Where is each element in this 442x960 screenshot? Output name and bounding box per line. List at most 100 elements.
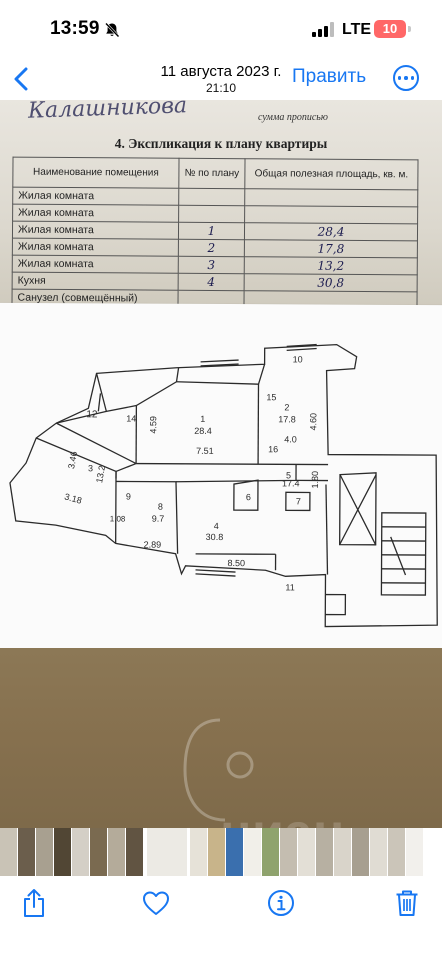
thumbnail[interactable] <box>334 828 351 876</box>
room-area-cell <box>244 188 418 207</box>
room-area-cell: 17,8 <box>244 239 418 258</box>
thumbnail[interactable] <box>280 828 297 876</box>
info-button[interactable] <box>264 886 298 920</box>
table-surface <box>0 648 442 828</box>
thumbnail[interactable] <box>54 828 71 876</box>
thumbnail[interactable] <box>370 828 387 876</box>
room-area-cell: 28,4 <box>244 222 418 241</box>
thumbnail[interactable] <box>316 828 333 876</box>
thumbnail[interactable] <box>298 828 315 876</box>
plan-number-cell: 1 <box>178 222 245 240</box>
document-sub-caption: сумма прописью <box>258 112 328 123</box>
thumbnail[interactable] <box>36 828 53 876</box>
room-area-cell: 30,8 <box>244 273 418 292</box>
plan-label: 1 <box>200 414 205 424</box>
thumbnail[interactable] <box>190 828 207 876</box>
thumbnail[interactable] <box>108 828 125 876</box>
more-icon-dot <box>410 76 415 80</box>
thumbnail[interactable] <box>226 828 243 876</box>
photo-viewer[interactable]: Калашникова сумма прописью 4. Экспликаци… <box>0 100 442 828</box>
heart-icon <box>143 891 169 915</box>
document-signature: Калашникова <box>27 100 188 124</box>
plan-number-cell <box>178 188 245 206</box>
plan-label: 4.0 <box>284 434 297 444</box>
delete-button[interactable] <box>390 886 424 920</box>
edit-button[interactable]: Править <box>292 66 367 87</box>
plan-label: 1.08 <box>110 514 126 523</box>
share-icon <box>24 889 44 917</box>
thumbnail-current[interactable] <box>147 828 187 876</box>
info-icon <box>268 890 294 916</box>
thumbnail[interactable] <box>388 828 405 876</box>
column-header: № по плану <box>178 158 246 189</box>
more-icon-dot <box>404 76 408 80</box>
thumbnail[interactable] <box>352 828 369 876</box>
plan-label: 12 <box>86 409 98 420</box>
plan-label: 3.46 <box>66 451 79 470</box>
plan-label: 4.59 <box>148 416 158 434</box>
plan-label: 8.50 <box>228 558 246 568</box>
plan-number-cell: 4 <box>178 273 245 291</box>
explication-table: Наименование помещения № по плану Общая … <box>11 157 419 310</box>
watermark: циан 503660 <box>183 718 344 828</box>
more-button[interactable] <box>393 65 419 91</box>
plan-label: 3.18 <box>63 491 83 505</box>
plan-label: 11 <box>285 582 294 592</box>
thumbnail[interactable] <box>0 828 17 876</box>
plan-label: 3 <box>88 463 93 473</box>
thumbnail[interactable] <box>406 828 423 876</box>
bottom-toolbar <box>0 876 442 960</box>
room-name-cell: Кухня <box>12 272 179 291</box>
plan-label: 5 <box>286 470 291 480</box>
room-name-cell: Жилая комната <box>12 238 179 257</box>
room-name-cell: Жилая комната <box>12 204 179 223</box>
plan-label: 16 <box>268 444 278 454</box>
floor-plan: 10 12 14 15 16 1 28.4 4.59 7.51 2 17.8 4… <box>9 343 438 628</box>
room-name-cell: Жилая комната <box>12 221 179 240</box>
plan-label: 7 <box>296 496 301 506</box>
plan-label: 10 <box>293 354 303 364</box>
thumbnail[interactable] <box>90 828 107 876</box>
plan-label: 9 <box>126 491 131 501</box>
plan-label: 14 <box>126 413 136 423</box>
table-header-row: Наименование помещения № по плану Общая … <box>12 157 419 190</box>
plan-label: 6 <box>246 492 251 502</box>
floor-plan-sheet: 10 12 14 15 16 1 28.4 4.59 7.51 2 17.8 4… <box>0 302 442 656</box>
plan-label: 9.7 <box>152 514 165 524</box>
network-type: LTE <box>342 21 372 38</box>
thumbnail[interactable] <box>18 828 35 876</box>
thumbnail[interactable] <box>262 828 279 876</box>
watermark-logo-icon <box>183 718 226 822</box>
plan-label: 15 <box>266 392 276 402</box>
more-icon <box>397 76 402 80</box>
thumbnail[interactable] <box>126 828 143 876</box>
room-name-cell: Жилая комната <box>12 187 179 206</box>
thumbnail[interactable] <box>208 828 225 876</box>
room-name-cell: Жилая комната <box>12 255 179 274</box>
column-header: Наименование помещения <box>12 157 180 189</box>
photo-time: 21:10 <box>205 81 237 95</box>
signal-icon <box>312 22 334 37</box>
plan-label: 28.4 <box>194 426 212 436</box>
plan-label: 17.4 <box>282 478 300 488</box>
thumbnail-strip[interactable] <box>0 828 442 876</box>
favorite-button[interactable] <box>139 886 173 920</box>
document-heading: 4. Экспликация к плану квартиры <box>114 136 328 151</box>
plan-label: 17.8 <box>278 414 296 424</box>
thumbnail[interactable] <box>72 828 89 876</box>
watermark-brand: циан <box>220 804 344 828</box>
thumbnail[interactable] <box>244 828 261 876</box>
share-button[interactable] <box>17 886 51 920</box>
plan-label: 30.8 <box>206 532 224 542</box>
plan-label: 4.60 <box>308 413 318 431</box>
room-area-cell <box>244 205 418 224</box>
nav-bar: 11 августа 2023 г. 21:10 Править <box>0 58 442 100</box>
plan-label: 8 <box>158 502 163 512</box>
plan-number-cell: 3 <box>178 256 245 274</box>
back-button[interactable] <box>4 62 38 96</box>
plan-label: 1.80 <box>310 471 320 489</box>
room-area-cell: 13,2 <box>244 256 418 275</box>
photo-date: 11 августа 2023 г. <box>160 63 282 80</box>
plan-label: 4 <box>214 521 219 531</box>
